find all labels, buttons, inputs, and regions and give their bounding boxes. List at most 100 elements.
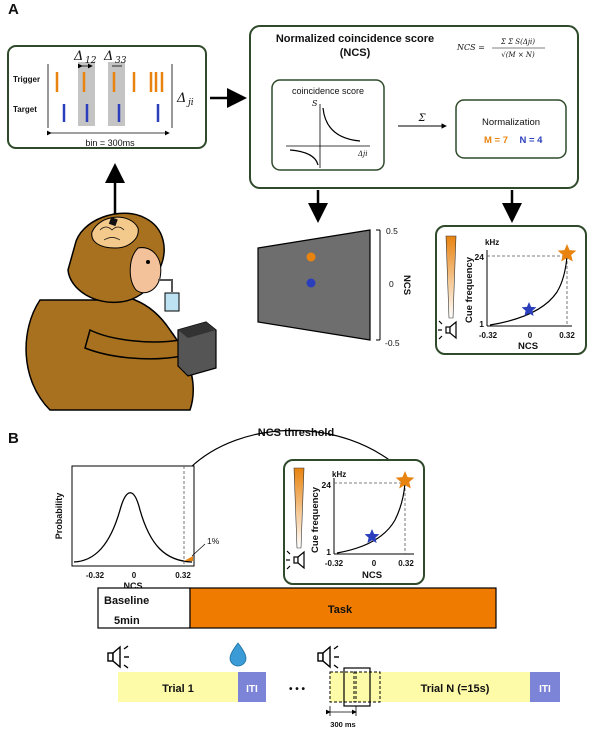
iti2-label: ITI: [539, 684, 551, 695]
mapping-b-xtick-2: 0.32: [398, 559, 414, 568]
mapping-curve: [489, 255, 568, 326]
sliding-window-1: [329, 671, 357, 703]
speaker-icon-trial1: [107, 645, 129, 669]
target-label: Target: [13, 105, 37, 114]
blue-star-b: [364, 529, 380, 543]
norm-n-value: N = 4: [520, 135, 544, 146]
delta-ji-sub: ji: [186, 98, 194, 108]
trial1-label: Trial 1: [162, 683, 194, 695]
cue-mapping-panel-b: kHz 24 1 Cue frequency -0.32 0 0.32 NCS: [283, 459, 425, 585]
mapping-b-ybottom: 1: [326, 547, 331, 557]
delta-ji-label: Δ: [176, 91, 186, 106]
norm-m-value: M = 7: [484, 135, 508, 146]
ncs-scale-label: NCS: [401, 275, 412, 295]
dist-xtick-1: 0: [132, 571, 137, 580]
ncs-title-line1: Normalized coincidence score: [276, 33, 434, 45]
trigger-label: Trigger: [13, 75, 40, 84]
trialn-block: [330, 672, 530, 702]
monkey-illustration: [25, 212, 217, 411]
bin-shade-2: [108, 62, 125, 126]
speaker-icon-trialn: [317, 645, 339, 669]
dist-ylabel: Probability: [54, 493, 64, 540]
mapping-b-xtick-1: 0: [372, 559, 377, 568]
mapping-ytop: 24: [475, 252, 485, 262]
formula-numerator: Σ Σ S(Δji): [500, 38, 535, 46]
window-label: 300 ms: [330, 720, 355, 729]
trial1-block: [118, 672, 238, 702]
tail-percent-label: 1%: [207, 536, 220, 546]
coincidence-curve-neg: [289, 149, 319, 166]
ncs-scale-bottom: -0.5: [385, 338, 400, 348]
delta12-label: Δ: [73, 49, 83, 64]
formula-lhs: NCS =: [456, 43, 485, 52]
delta33-sub: 33: [115, 56, 127, 66]
delta33-label: Δ: [103, 49, 113, 64]
cue-gradient-triangle-b: [293, 467, 305, 549]
panel-a-letter: A: [8, 1, 19, 18]
mapping-unit: kHz: [485, 238, 499, 247]
blue-star: [521, 302, 537, 316]
speaker-icon: [438, 320, 457, 340]
cue-mapping-panel-a: kHz 24 1 Cue frequency -0.32 0 0.32 NCS: [435, 225, 587, 355]
water-drop-icon: [229, 642, 247, 667]
distribution-curve: [73, 492, 193, 563]
spike-raster-panel: Trigger Target Δ 12 Δ 33 Δ: [7, 45, 207, 149]
axis-delta-label: Δji: [357, 150, 367, 158]
ncs-display: 0.5 0 -0.5 NCS: [257, 226, 412, 348]
ncs-scale-top: 0.5: [386, 226, 398, 236]
ncs-threshold-label: NCS threshold: [258, 427, 334, 439]
baseline-label: Baseline: [104, 595, 149, 607]
mapping-xlabel: NCS: [518, 341, 538, 352]
trials-ellipsis: • • •: [289, 684, 306, 695]
sliding-window-2: [343, 667, 371, 707]
axis-s-label: S: [312, 99, 318, 108]
ncs-distribution-plot: Probability -0.32 0 0.32 NCS 1%: [54, 465, 220, 591]
cue-gradient-triangle: [445, 235, 457, 319]
baseline-duration: 5min: [114, 615, 140, 627]
panel-b-letter: B: [8, 430, 19, 447]
dist-xlabel: NCS: [123, 581, 142, 591]
threshold-arrow: [189, 429, 403, 471]
trigger-spikes: [55, 72, 164, 92]
normalization-title: Normalization: [482, 117, 540, 128]
ncs-scale-mid: 0: [389, 279, 394, 289]
ncs-panel: Normalized coincidence score (NCS) NCS =…: [249, 25, 579, 189]
trigger-cursor-dot: [306, 252, 316, 262]
mapping-b-xlabel: NCS: [362, 570, 382, 581]
mapping-xtick-0: -0.32: [479, 331, 498, 340]
iti1-label: ITI: [246, 684, 258, 695]
orange-star: [557, 244, 577, 262]
delta12-sub: 12: [85, 56, 97, 66]
dist-xtick-2: 0.32: [175, 571, 191, 580]
bin-label: bin = 300ms: [85, 138, 135, 148]
mapping-b-ytop: 24: [322, 480, 332, 490]
mapping-ylabel: Cue frequency: [464, 256, 475, 323]
mapping-xtick-2: 0.32: [559, 331, 575, 340]
task-block: [189, 587, 497, 629]
ncs-title-line2: (NCS): [340, 47, 371, 59]
speaker-icon-b: [286, 550, 305, 570]
mapping-b-ylabel: Cue frequency: [310, 486, 321, 553]
baseline-block: [97, 587, 191, 629]
dist-xtick-0: -0.32: [86, 571, 105, 580]
coincidence-title: coincidence score: [292, 86, 364, 96]
session-timeline: Baseline 5min Task: [97, 587, 497, 629]
sliding-window-3: [353, 671, 381, 703]
trialn-label: Trial N (=15s): [421, 683, 490, 695]
trial-timeline: Trial 1 ITI • • • Trial N (=15s) ITI 300…: [107, 642, 560, 729]
target-cursor-dot: [306, 278, 316, 288]
coincidence-curve-pos: [322, 107, 361, 142]
formula-denominator: √(M × N): [501, 51, 535, 59]
iti1-block: [238, 672, 266, 702]
sum-symbol: Σ: [417, 113, 426, 124]
mapping-xtick-1: 0: [528, 331, 533, 340]
target-spikes: [62, 104, 160, 122]
task-label: Task: [328, 604, 353, 616]
normalization-box: [455, 99, 567, 159]
iti2-block: [530, 672, 560, 702]
tail-fill: [184, 556, 193, 561]
mapping-b-xtick-0: -0.32: [325, 559, 344, 568]
mapping-b-unit: kHz: [332, 470, 346, 479]
mapping-b-curve: [336, 482, 406, 554]
